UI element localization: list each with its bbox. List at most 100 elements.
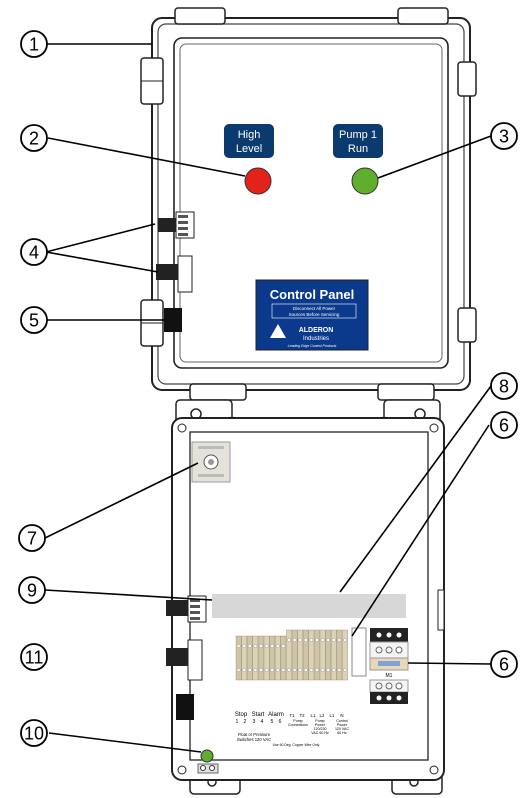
terminal-number: 1 bbox=[236, 719, 239, 725]
terminal-block bbox=[297, 629, 304, 681]
brand-name: ALDERON bbox=[299, 327, 334, 334]
terminal-header: Alarm bbox=[268, 712, 284, 718]
callout-3-circle bbox=[490, 122, 518, 150]
terminal-number: 5 bbox=[271, 719, 274, 725]
cable-gland bbox=[158, 211, 195, 239]
leader-lines bbox=[44, 43, 492, 753]
terminal-block bbox=[275, 635, 281, 681]
pump-run-label-plate bbox=[333, 124, 383, 158]
callout-5-circle bbox=[20, 306, 48, 334]
pump-power-line3: 120/230 bbox=[314, 727, 327, 731]
ground-lug-icon bbox=[200, 749, 214, 763]
terminal-block bbox=[258, 635, 264, 681]
callout-5-number: 5 bbox=[29, 311, 39, 331]
pump-power-line4: VAC 60 Hz bbox=[311, 731, 329, 735]
terminal-number: 3 bbox=[253, 719, 256, 725]
terminal-block bbox=[252, 635, 259, 681]
callout-7-number: 7 bbox=[27, 529, 37, 549]
callout-6-number: 6 bbox=[499, 416, 509, 436]
warning-line1: Disconnect All Power bbox=[293, 306, 336, 311]
contactor-label: M1 bbox=[386, 673, 393, 679]
callout-9-circle bbox=[18, 576, 46, 604]
callout-10-circle bbox=[20, 719, 48, 747]
disconnect-switch bbox=[176, 694, 194, 720]
brand-label-title: Control Panel bbox=[270, 287, 355, 302]
pump-connections-line2: Connections bbox=[288, 723, 308, 727]
callout-7-circle bbox=[18, 524, 46, 552]
pump-connections-line1: Pump bbox=[293, 719, 302, 723]
terminal-block bbox=[241, 635, 248, 681]
enclosure-door bbox=[173, 37, 449, 369]
terminal-header: L2 bbox=[320, 713, 325, 718]
callout-10-number: 10 bbox=[24, 724, 44, 744]
terminal-block bbox=[286, 629, 292, 681]
terminal-header: L1 bbox=[330, 713, 335, 718]
control-power-line1: Control bbox=[336, 719, 348, 723]
float-switch-label-line2: Switches 120 VAC bbox=[237, 737, 271, 742]
front-enclosure: High Level Pump 1 Run Control Panel Disc… bbox=[140, 7, 477, 401]
pump-run-light bbox=[351, 167, 379, 195]
callout-8-circle bbox=[490, 372, 518, 400]
copper-wire-note: Use 60 Deg. Copper Wire Only bbox=[273, 743, 320, 747]
terminal-block bbox=[319, 629, 326, 681]
terminal-block bbox=[331, 629, 337, 681]
terminal-block bbox=[280, 635, 287, 681]
terminal-block bbox=[263, 635, 270, 681]
control-power-line2: Power bbox=[337, 723, 348, 727]
terminal-header: T2 bbox=[299, 713, 305, 718]
terminal-header: L1 bbox=[311, 713, 316, 718]
terminal-block bbox=[269, 635, 276, 681]
terminal-block bbox=[303, 629, 309, 681]
high-level-label-line1: High bbox=[238, 129, 261, 141]
callout-4-number: 4 bbox=[29, 243, 39, 263]
high-level-label-plate bbox=[224, 124, 274, 158]
terminal-block bbox=[314, 629, 320, 681]
terminal-header: T1 bbox=[289, 713, 295, 718]
callout-4-circle bbox=[20, 238, 48, 266]
terminal-block bbox=[342, 629, 348, 681]
callout-1-circle bbox=[20, 30, 48, 58]
high-level-label-line2: Level bbox=[236, 143, 262, 155]
callout-9-number: 9 bbox=[27, 581, 37, 601]
callout-6-number: 6 bbox=[499, 655, 509, 675]
brand-tagline: Leading Edge Control Products bbox=[288, 344, 337, 348]
callout-2-circle bbox=[20, 124, 48, 152]
terminal-strip bbox=[235, 629, 348, 681]
pump-power-line2: Power bbox=[315, 723, 326, 727]
pump-run-label-line1: Pump 1 bbox=[339, 129, 377, 141]
callout-2-number: 2 bbox=[29, 129, 39, 149]
callout-1-number: 1 bbox=[29, 35, 39, 55]
fuse-holder bbox=[351, 627, 367, 677]
terminal-block bbox=[325, 629, 332, 681]
terminal-block bbox=[291, 629, 298, 681]
hinge bbox=[457, 61, 477, 97]
callout-11-number: 11 bbox=[25, 648, 44, 668]
pump-run-label-line2: Run bbox=[348, 143, 368, 155]
terminal-block bbox=[308, 629, 315, 681]
ground-bar bbox=[197, 763, 219, 774]
terminal-block bbox=[336, 629, 343, 681]
terminal-block bbox=[246, 635, 253, 681]
callout-11-circle bbox=[20, 643, 48, 671]
brand-subname: Industries bbox=[303, 336, 329, 342]
terminal-number: 2 bbox=[244, 719, 247, 725]
warning-line2: Sources Before Servicing bbox=[289, 312, 340, 317]
float-switch-label-line1: Float or Pressure bbox=[238, 732, 271, 737]
control-power-line3: 120 VAC bbox=[335, 727, 350, 731]
wire-duct bbox=[212, 594, 406, 618]
alderon-logo-icon bbox=[270, 324, 286, 338]
mount-tab bbox=[174, 7, 226, 25]
mount-tab bbox=[397, 7, 449, 25]
terminal-number: 4 bbox=[261, 719, 264, 725]
disconnect-switch bbox=[164, 308, 182, 332]
contactor: M1 bbox=[369, 628, 409, 704]
brand-label: Control Panel Disconnect All Power Sourc… bbox=[255, 279, 369, 351]
cable-gland bbox=[156, 255, 193, 293]
callout-8-number: 8 bbox=[499, 377, 509, 397]
pump-power-line1: Pump bbox=[315, 719, 324, 723]
alarm-module bbox=[191, 441, 231, 483]
terminal-block bbox=[235, 635, 242, 681]
terminal-header: N bbox=[340, 713, 343, 718]
